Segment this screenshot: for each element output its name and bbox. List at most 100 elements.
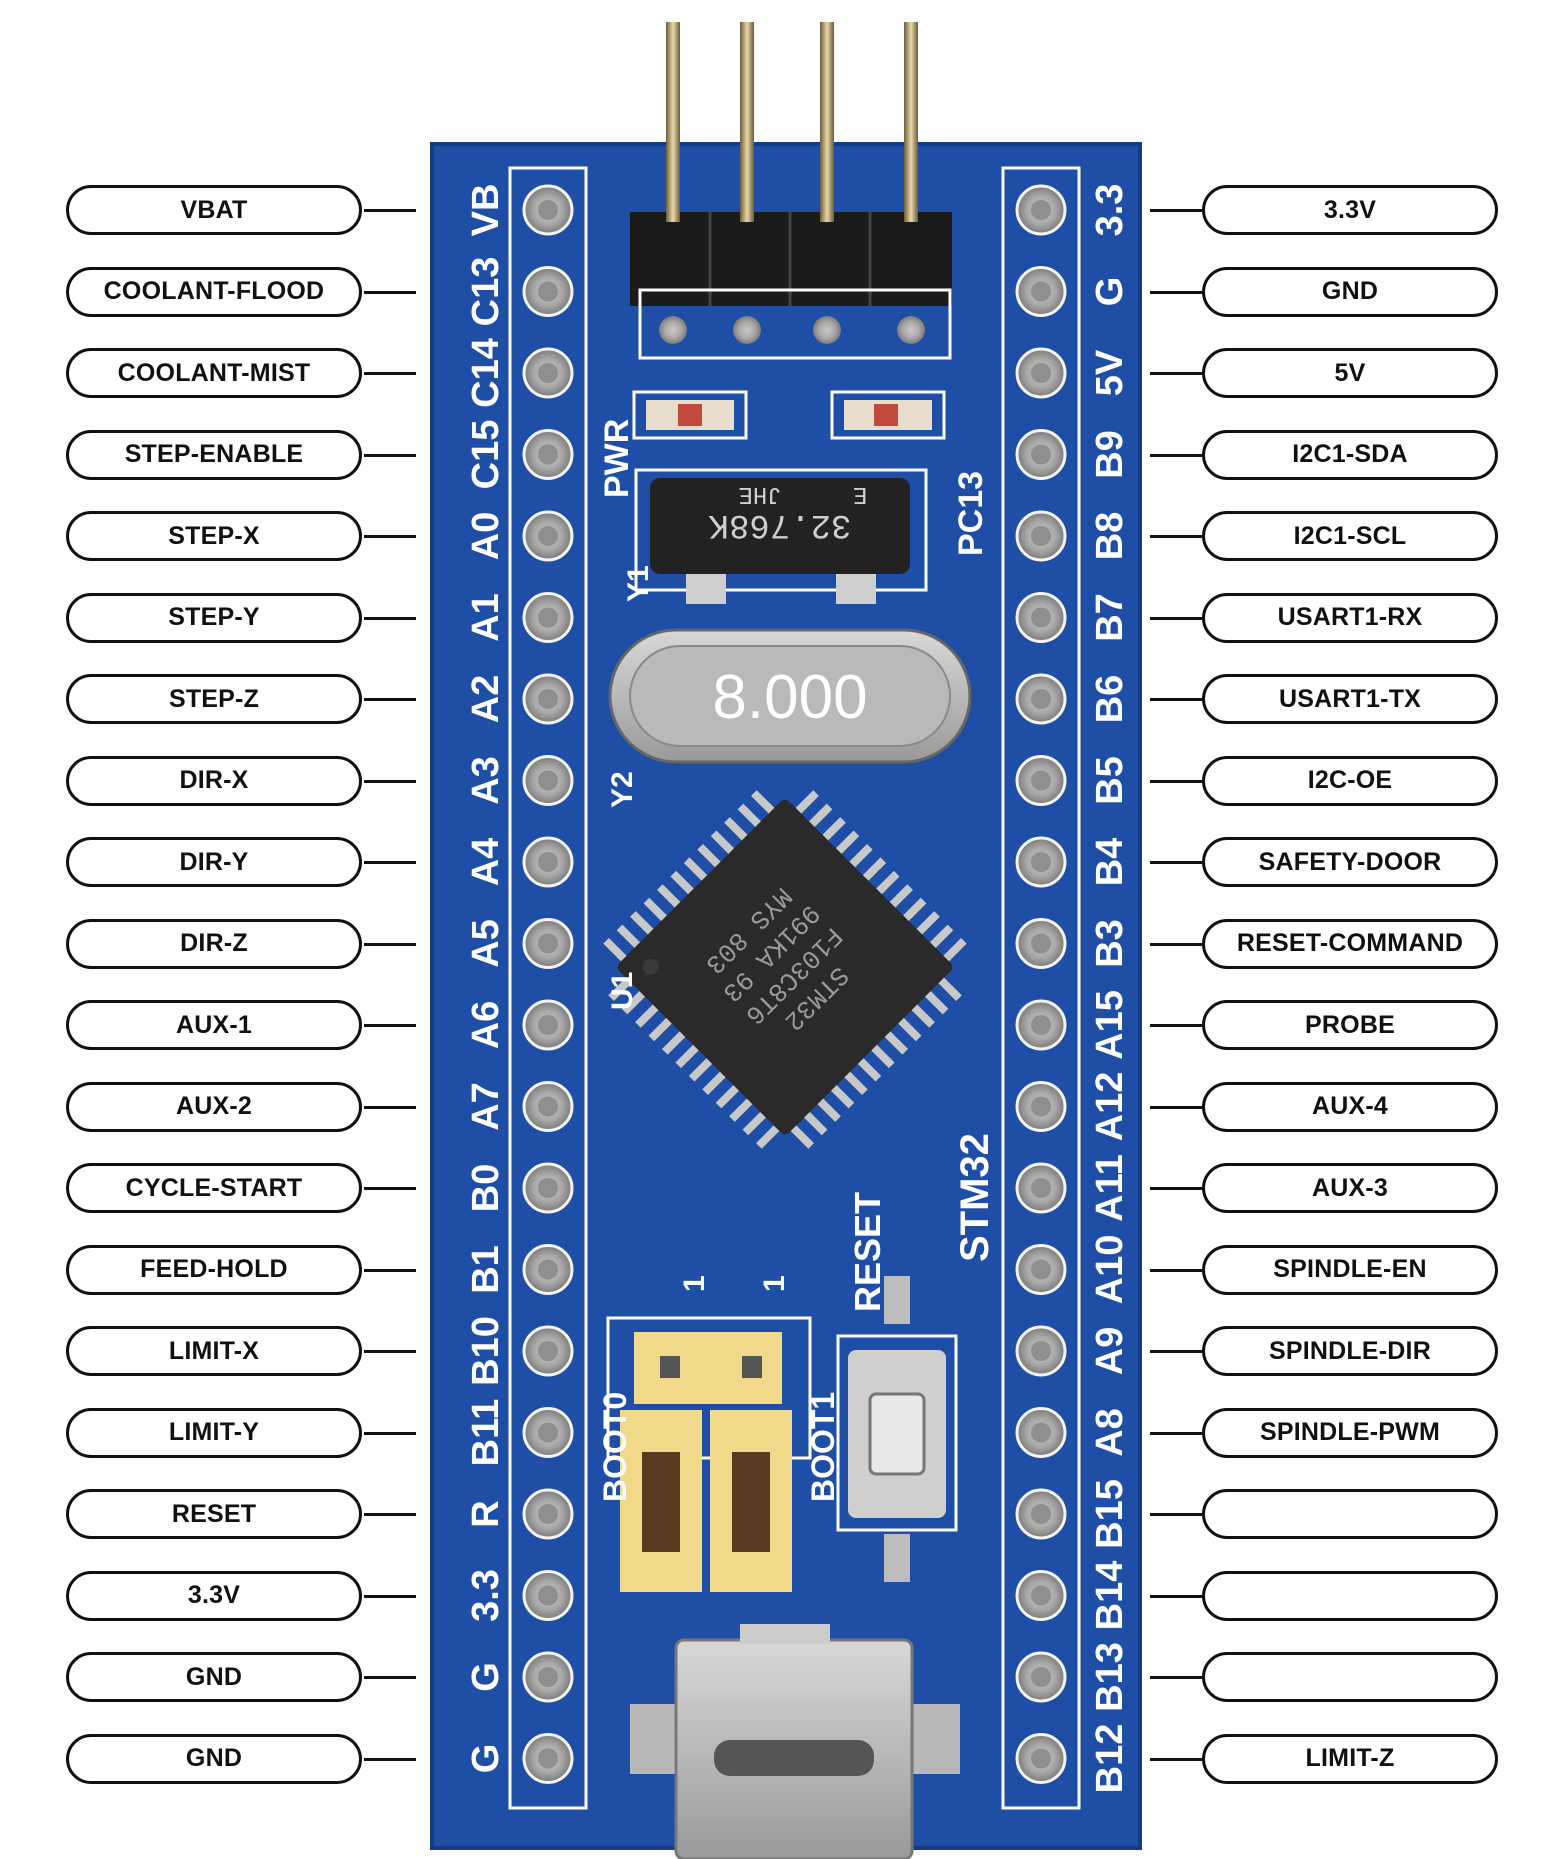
- left-pin-label: DIR-Y: [66, 837, 362, 887]
- right-pin-leader-line: [1150, 1024, 1202, 1027]
- right-header-pad-hole: [1031, 1259, 1051, 1280]
- right-pin-leader-line: [1150, 616, 1202, 620]
- right-header-silk-label: B8: [1089, 512, 1131, 561]
- right-header-pad-hole: [1031, 444, 1051, 465]
- right-pin-leader-line: [1150, 698, 1202, 701]
- left-pin-leader-line: [364, 1350, 416, 1353]
- right-header-silk-label: B6: [1089, 675, 1131, 724]
- y2-silk: Y2: [606, 771, 639, 808]
- right-pin-leader-line: [1150, 942, 1202, 946]
- boot1-silk: BOOT1: [805, 1392, 841, 1502]
- rtc-crystal-sub-label: JHE: [738, 480, 781, 507]
- right-pin-leader-line: [1150, 1105, 1202, 1109]
- mcu-pin: [621, 987, 649, 1015]
- right-header-silk-label: A9: [1089, 1327, 1131, 1376]
- jumper-mark-1: 1: [678, 1275, 711, 1292]
- left-header-silk-label: VB: [465, 184, 507, 237]
- left-pin-leader-line: [364, 209, 416, 212]
- right-pin-label: SPINDLE-DIR: [1202, 1326, 1498, 1376]
- left-pin-leader-line: [364, 861, 416, 864]
- boot-jumpers: [606, 1316, 812, 1592]
- left-pin-label: LIMIT-Y: [66, 1407, 362, 1458]
- left-pin-label: AUX-2: [66, 1081, 362, 1132]
- right-header-pad-hole: [1031, 1504, 1051, 1524]
- right-header-silk-label: B15: [1089, 1479, 1131, 1549]
- left-header-pad-hole: [538, 1422, 558, 1443]
- left-header-pad-hole: [538, 1341, 558, 1361]
- right-header-silk-label: B7: [1089, 593, 1131, 642]
- left-pin-leader-line: [364, 1594, 416, 1598]
- left-header-silk-label: C14: [465, 338, 507, 408]
- pwr-led: [632, 390, 748, 440]
- right-header-silk-label: G: [1089, 277, 1131, 307]
- stm32-silk: STM32: [953, 1133, 997, 1262]
- right-pin-leader-line: [1150, 1594, 1202, 1598]
- y1-silk: Y1: [622, 565, 655, 602]
- left-header-silk-label: A1: [465, 593, 507, 642]
- right-pin-label: I2C-OE: [1202, 755, 1498, 806]
- right-pin-label: SPINDLE-PWM: [1202, 1407, 1498, 1458]
- left-header-silk-label: B10: [465, 1316, 507, 1386]
- mcu-pin: [751, 790, 778, 818]
- mcu-pin: [710, 830, 738, 858]
- right-header-pad-hole: [1031, 200, 1051, 220]
- mcu-pin: [894, 1014, 922, 1042]
- jumper-mark-2: 1: [758, 1275, 791, 1292]
- right-pin-label: I2C1-SDA: [1202, 429, 1498, 480]
- right-pin-leader-line: [1150, 372, 1202, 375]
- left-header-silk-label: C13: [465, 257, 507, 327]
- left-header-pad-hole: [538, 1096, 558, 1117]
- left-header-silk-label: B1: [465, 1245, 507, 1294]
- left-header-silk-label: A6: [465, 1001, 507, 1050]
- left-header-pad-hole: [538, 1585, 558, 1606]
- right-header-pad-hole: [1031, 1748, 1051, 1769]
- u1-silk: U1: [606, 972, 639, 1010]
- right-pin-label: PROBE: [1202, 1000, 1498, 1050]
- mcu-pin: [787, 1121, 814, 1149]
- mcu-pin: [756, 1121, 783, 1149]
- right-pin-leader-line: [1150, 1757, 1202, 1761]
- left-pin-label: GND: [66, 1652, 362, 1702]
- mcu-pin: [867, 1041, 895, 1069]
- mcu-pin: [854, 1054, 882, 1082]
- mcu-pin: [818, 817, 846, 844]
- pc13-led: [830, 390, 946, 440]
- left-header-pad-hole: [538, 770, 558, 791]
- left-header-pad-hole: [538, 526, 558, 546]
- reset-button: [836, 1276, 958, 1582]
- right-header-pad-hole: [1031, 607, 1051, 628]
- right-header-silk-label: A8: [1089, 1408, 1131, 1457]
- right-pin-leader-line: [1150, 1676, 1202, 1679]
- left-pin-label: DIR-X: [66, 755, 362, 806]
- mcu-pin: [675, 1041, 703, 1069]
- left-pin-label: STEP-X: [66, 511, 362, 561]
- right-header-silk-label: A10: [1089, 1235, 1131, 1305]
- mcu-pin: [899, 897, 927, 925]
- swd-pin-header: [630, 22, 952, 360]
- mcu-pin: [832, 830, 860, 858]
- right-header-pad-hole: [1031, 1096, 1051, 1117]
- left-pin-leader-line: [364, 1105, 416, 1109]
- reset-silk: RESET: [847, 1192, 888, 1312]
- left-header-silk-label: B11: [465, 1399, 507, 1467]
- right-pin-label: USART1-TX: [1202, 674, 1498, 724]
- mcu-pin: [729, 1094, 757, 1122]
- mcu-pin: [908, 1000, 935, 1028]
- right-pin-leader-line: [1150, 453, 1202, 457]
- rtc-crystal-label: 32.768K: [708, 505, 851, 543]
- left-pin-label: GND: [66, 1733, 362, 1784]
- mcu-pin: [657, 884, 684, 912]
- main-crystal-y2: 8.000: [608, 628, 972, 764]
- right-header-pad-hole: [1031, 363, 1051, 383]
- left-header-silk-label: G: [465, 1662, 507, 1692]
- right-pin-label: RESET-COMMAND: [1202, 918, 1498, 969]
- left-pin-leader-line: [364, 1024, 416, 1027]
- right-header-pad-hole: [1031, 1015, 1051, 1035]
- right-pin-label: AUX-4: [1202, 1081, 1498, 1132]
- right-header-silk-label: 3.3: [1089, 184, 1131, 237]
- left-pin-leader-line: [364, 1431, 416, 1435]
- left-header-silk-label: A0: [465, 512, 507, 561]
